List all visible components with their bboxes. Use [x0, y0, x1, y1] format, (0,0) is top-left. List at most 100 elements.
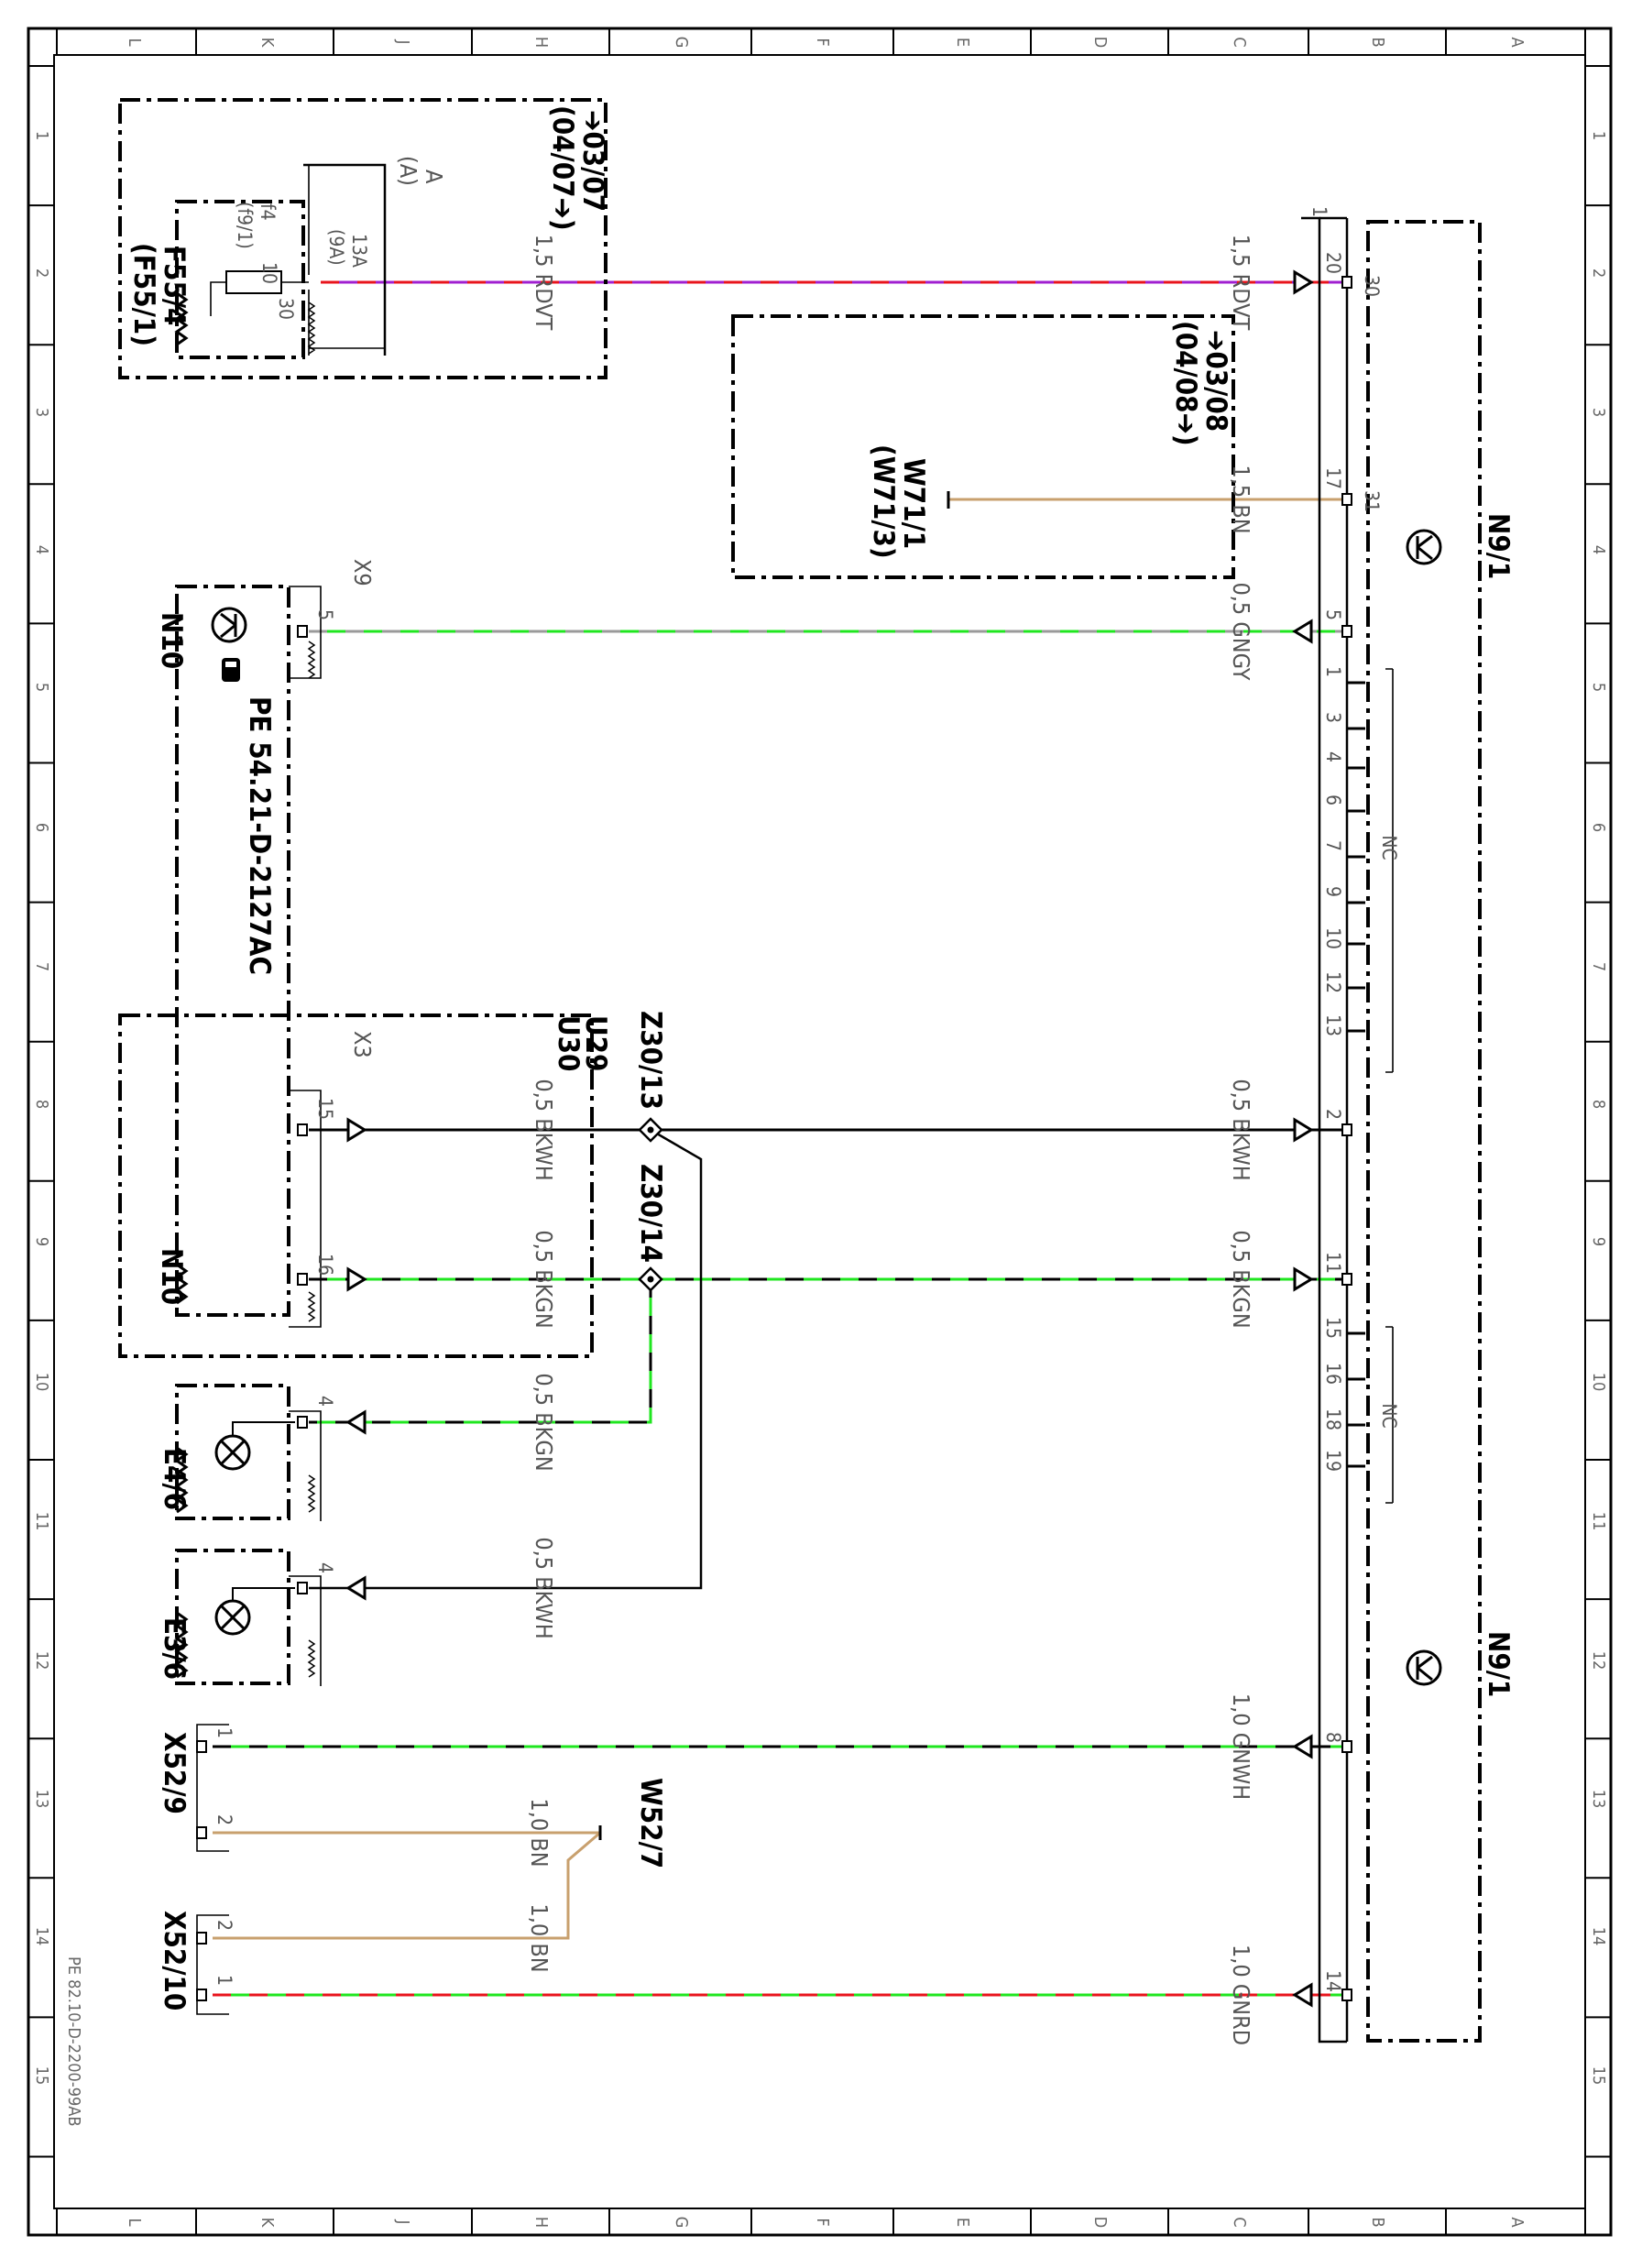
- ref-03-08: ➔03/08: [1199, 330, 1232, 432]
- x3-pin-16: 16: [314, 1254, 336, 1276]
- f55-4-label: F55/4: [158, 246, 191, 325]
- x52-10-connector: [196, 1914, 229, 2015]
- n9-nc-pin-10: 10: [1322, 927, 1344, 949]
- n10-label-bottom: N10: [155, 1248, 188, 1305]
- fuse-f4: [210, 270, 309, 316]
- wire-label-bkwh: 0,5 BKWH: [1228, 1079, 1254, 1180]
- column-label-bottom: A: [1507, 2217, 1527, 2227]
- column-label-top: A: [1507, 37, 1527, 47]
- column-label-top: G: [672, 37, 691, 49]
- plug-a-alt-label: (A): [395, 156, 421, 186]
- column-label-top: H: [531, 37, 551, 48]
- row-label-left: 1: [32, 131, 51, 140]
- wire-label-bkwh-left: 0,5 BKWH: [531, 1079, 557, 1180]
- column-label-bottom: F: [813, 2218, 832, 2226]
- row-label-right: 15: [1589, 2066, 1608, 2086]
- splice-z30-14-icon: [638, 1266, 663, 1292]
- column-label-top: F: [813, 38, 832, 46]
- column-label-top: K: [257, 38, 277, 48]
- row-label-right: 7: [1589, 962, 1608, 971]
- n9-nc-pin-12: 12: [1322, 971, 1344, 993]
- nc-label-1: NC: [1378, 835, 1400, 860]
- x52-10-label: X52/10: [158, 1911, 191, 2011]
- row-label-left: 12: [32, 1651, 51, 1671]
- row-label-right: 10: [1589, 1373, 1608, 1392]
- row-label-left: 3: [32, 408, 51, 417]
- column-label-bottom: G: [672, 2217, 691, 2229]
- n9-nc-pin-15: 15: [1322, 1317, 1344, 1339]
- ref-03-07: ➔03/07: [576, 110, 609, 212]
- n9-nc-pin-7: 7: [1322, 840, 1344, 851]
- n9-nc-pin-16: 16: [1322, 1363, 1344, 1385]
- n9-nc-pin-1: 1: [1322, 666, 1344, 677]
- w52-7-label: W52/7: [634, 1778, 667, 1868]
- row-label-left: 8: [32, 1100, 51, 1109]
- wire-label-bkgn-e4: 0,5 BKGN: [531, 1373, 557, 1471]
- row-label-left: 5: [32, 683, 51, 692]
- row-label-right: 1: [1589, 131, 1608, 140]
- e3-6-pin-4: 4: [314, 1562, 336, 1573]
- column-label-top: D: [1090, 37, 1110, 48]
- column-label-bottom: D: [1090, 2217, 1110, 2228]
- column-label-top: L: [125, 38, 144, 46]
- z30-14-label: Z30/14: [634, 1164, 667, 1263]
- hand-pointer-icon: [222, 658, 240, 682]
- e3-6-box: [175, 1549, 290, 1685]
- n9-terminal-31: 31: [1361, 490, 1383, 512]
- row-label-left: 14: [32, 1927, 51, 1946]
- n9-terminal-30: 30: [1361, 275, 1383, 297]
- n9-1-label-top: N9/1: [1482, 513, 1515, 579]
- n9-nc-pin-4: 4: [1322, 751, 1344, 762]
- row-label-right: 13: [1589, 1790, 1608, 1809]
- n9-pin-20: 20: [1322, 252, 1344, 274]
- splice-z30-13-icon: [638, 1117, 663, 1143]
- sheet-frame: [27, 27, 1613, 2237]
- n9-nc-pin-18: 18: [1322, 1408, 1344, 1430]
- f55-4-fuse-block: [175, 200, 305, 359]
- column-label-top: J: [393, 39, 412, 45]
- fuse-terminal-30: 30: [275, 298, 297, 320]
- component-breaks: [174, 291, 316, 1679]
- transistor-symbol-n10: [211, 607, 247, 643]
- n9-pin-11: 11: [1322, 1252, 1344, 1274]
- row-label-right: 4: [1589, 545, 1608, 554]
- column-label-top: C: [1230, 37, 1249, 47]
- n10-label-top: N10: [155, 612, 188, 669]
- column-label-bottom: C: [1230, 2217, 1249, 2227]
- u30-label: U30: [552, 1015, 585, 1071]
- row-label-left: 7: [32, 962, 51, 971]
- nc-label-2: NC: [1378, 1403, 1400, 1428]
- x3-pin-15: 15: [314, 1098, 336, 1120]
- column-label-bottom: E: [953, 2218, 972, 2227]
- x52-10-pin-1: 1: [213, 1975, 235, 1986]
- row-label-right: 12: [1589, 1651, 1608, 1671]
- x52-9-connector: [196, 1724, 229, 1852]
- fuse-label-f4: f4: [257, 203, 279, 221]
- row-label-right: 9: [1589, 1237, 1608, 1246]
- u29-label: U29: [579, 1015, 612, 1071]
- row-label-left: 2: [32, 268, 51, 278]
- transistor-symbol-bottom: [1406, 1649, 1442, 1686]
- n10-u29-box: [118, 1013, 594, 1358]
- column-label-bottom: L: [125, 2218, 144, 2226]
- wire-label-rdvt-left: 1,5 RDVT: [531, 235, 557, 331]
- fuse-label-f9-1: (f9/1): [234, 202, 256, 249]
- ref-04-08: (04/08➔): [1169, 321, 1202, 446]
- row-label-right: 5: [1589, 683, 1608, 692]
- row-label-right: 8: [1589, 1100, 1608, 1109]
- n9-pin-14: 14: [1322, 1970, 1344, 1992]
- fuse-rating-9a: (9A): [325, 229, 347, 266]
- row-label-left: 13: [32, 1790, 51, 1809]
- wire-label-bn-x52-10: 1,0 BN: [526, 1903, 553, 1972]
- connector-x9-label: X9: [349, 559, 376, 586]
- n9-pin-2: 2: [1322, 1109, 1344, 1120]
- n10-box: [175, 585, 290, 1317]
- n9-pin-5: 5: [1322, 609, 1344, 620]
- wire-label-gnrd: 1,0 GNRD: [1228, 1945, 1254, 2045]
- transistor-symbol-top: [1406, 529, 1442, 565]
- x52-9-label: X52/9: [158, 1732, 191, 1814]
- connector-x3-label: X3: [349, 1031, 376, 1058]
- row-label-left: 15: [32, 2066, 51, 2086]
- n9-nc-pin-6: 6: [1322, 794, 1344, 805]
